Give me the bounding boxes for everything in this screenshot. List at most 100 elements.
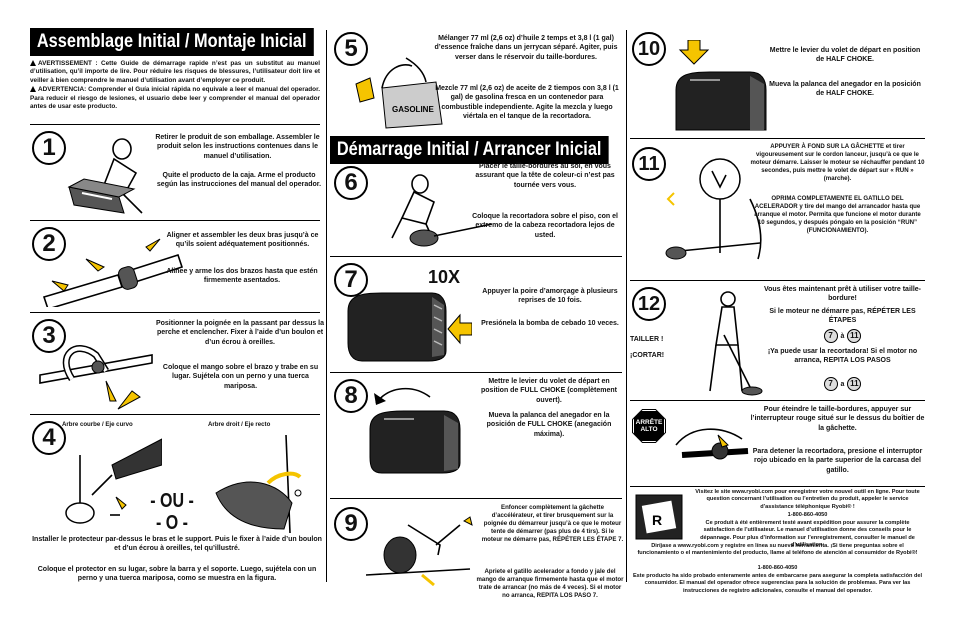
step-ref: 7 xyxy=(823,377,838,391)
full-throttle-start-illustration xyxy=(665,158,762,260)
label-curved-shaft: Arbre courbe / Eje curvo xyxy=(62,421,133,428)
column-divider xyxy=(626,30,627,582)
step-9-fr: Enfoncer complètement la gâchette d’accé… xyxy=(481,504,624,544)
step-12: 12 TAILLER ! ¡CORTAR! Vous êtes maintena… xyxy=(630,280,925,401)
step-number: 1 xyxy=(32,131,66,165)
cut-label-fr: TAILLER ! xyxy=(630,336,664,343)
step-8-fr: Mettre le levier du volet de départ en p… xyxy=(481,378,617,404)
step-12-fr1: Vous êtes maintenant prêt à utiliser vot… xyxy=(763,286,922,303)
step-11: 11 APPUYER À FOND SUR LA GÂCHETTE et tir… xyxy=(630,138,925,281)
step-2: 2 Aligner et assembler les deux bras jus… xyxy=(30,220,320,313)
warning-icon xyxy=(30,60,36,66)
step-5: 5 GASOLINE Mélanger 77 ml (2,6 oz) d’hui… xyxy=(330,28,622,134)
step-number: 8 xyxy=(334,379,368,413)
step-7: 7 10X Appuyer la poire d’amorçage à plus… xyxy=(330,256,622,363)
primer-bulb-illustration xyxy=(347,292,472,362)
step-3: 3 Positionner la poignée en la passant p… xyxy=(30,312,324,415)
step-3-fr: Positionner la poignée en la passant par… xyxy=(155,320,325,346)
warning-icon xyxy=(30,86,36,93)
prime-count: 10X xyxy=(428,267,461,287)
straight-shaft-guard-illustration xyxy=(215,434,302,534)
step-6-fr: Placer le taille-bordures au sol, en vou… xyxy=(475,163,615,189)
column-operation: 10 Mettre le levier du volet de départ e… xyxy=(630,28,925,594)
step-4: 4 Arbre courbe / Eje curvo Arbre droit /… xyxy=(30,414,322,585)
stop-fr: Pour éteindre le taille-bordures, appuye… xyxy=(750,406,925,432)
register-line4: Este producto ha sido probado enterament… xyxy=(632,573,923,594)
step-2-fr: Aligner et assembler les deux bras jusqu… xyxy=(166,232,319,249)
step-4-fr: Installer le protecteur par-dessus le br… xyxy=(32,536,322,553)
column-assembly: Assemblage Initial / Montaje Inicial AVE… xyxy=(30,28,324,588)
trimming-operator-illustration xyxy=(709,291,763,396)
step-7-fr: Appuyer la poire d’amorçage à plusieurs … xyxy=(482,288,618,305)
register-line2: Ce produit à été entièrement testé avant… xyxy=(700,520,915,549)
step-1-fr: Retirer le produit de son emballage. Ass… xyxy=(155,134,320,160)
step-9: 9 xyxy=(330,498,622,589)
step-number: 2 xyxy=(32,227,66,261)
step-2-es: Alinee y arme los dos brazos hasta que e… xyxy=(166,268,318,285)
register-phone1: 1-800-860-4050 xyxy=(787,512,828,518)
full-choke-illustration xyxy=(369,387,461,474)
warning-fr: AVERTISSEMENT : Cette Guide de démarrage… xyxy=(30,60,320,84)
stop-es: Para detener la recortadora, presione el… xyxy=(752,448,923,474)
warning-es: ADVERTENCIA: Comprender el Guía inicial … xyxy=(30,86,320,111)
step-6: 6 Placer le taille-bordures au sol, en v… xyxy=(330,160,622,256)
step-10: 10 Mettre le levier du volet de départ e… xyxy=(630,28,925,134)
step-number: 4 xyxy=(32,421,66,455)
startup-header: Démarrage Initial / Arrancer Inicial xyxy=(330,136,609,164)
assembly-header: Assemblage Initial / Montaje Inicial xyxy=(30,28,314,56)
step-7-es: Presiónela la bomba de cebado 10 veces. xyxy=(481,320,619,327)
step-number: 3 xyxy=(32,319,66,353)
handle-assembly-illustration xyxy=(39,345,153,410)
step-ref: 11 xyxy=(847,329,862,343)
step-11-fr: APPUYER À FOND SUR LA GÂCHETTE et tirer … xyxy=(750,143,925,183)
fuel-mixing-illustration: GASOLINE xyxy=(355,57,443,129)
step-5-es: Mezcle 77 ml (2,6 oz) de aceite de 2 tie… xyxy=(435,85,619,120)
step-12-refs-fr: 7 à 11 xyxy=(760,329,925,343)
step-11-es: OPRIMA COMPLETAMENTE EL GATILLO DEL ACEL… xyxy=(754,195,921,235)
step-6-es: Coloque la recortadora sobre el piso, co… xyxy=(472,213,618,239)
step-number: 9 xyxy=(334,507,368,541)
register-line3: Diríjase a www.ryobi.com y registre en l… xyxy=(637,543,918,557)
step-9-es: Apriete el gatillo acelerador a fondo y … xyxy=(476,568,624,600)
trimmer-on-ground-illustration xyxy=(391,174,493,247)
svg-text:R: R xyxy=(652,512,662,528)
label-straight-shaft: Arbre droit / Eje recto xyxy=(208,421,271,428)
cut-label-es: ¡CORTAR! xyxy=(630,352,665,359)
step-3-es: Coloque el mango sobre el brazo y trabe … xyxy=(162,364,319,390)
step-8-es: Mueva la palanca del anegador en la posi… xyxy=(486,412,612,438)
step-12-es1: ¡Ya puede usar la recortadora! Si el mot… xyxy=(767,348,918,365)
register-phone2: 1-800-860-4050 xyxy=(757,565,798,571)
step-12-fr2: Si le moteur ne démarre pas, RÉPÉTER LES… xyxy=(769,308,916,325)
pull-start-illustration xyxy=(365,516,473,587)
gasoline-can-label: GASOLINE xyxy=(392,105,434,114)
column-startup: 5 GASOLINE Mélanger 77 ml (2,6 oz) d’hui… xyxy=(330,28,624,599)
step-10-es: Mueva la palanca del anegador en la posi… xyxy=(769,81,921,98)
or-fr: - OU - xyxy=(150,490,194,512)
step-8: 8 Mettre le levier du volet de départ en… xyxy=(330,372,622,499)
shaft-assembly-illustration xyxy=(42,238,184,307)
step-ref: 7 xyxy=(823,329,838,343)
step-4-es: Coloque el protector en su lugar, sobre … xyxy=(37,566,317,583)
step-number: 6 xyxy=(334,166,368,200)
step-5-fr: Mélanger 77 ml (2,6 oz) d’huile 2 temps … xyxy=(434,35,618,61)
stop-switch-illustration xyxy=(675,428,749,460)
registration-card-icon: R xyxy=(635,494,683,540)
step-10-fr: Mettre le levier du volet de départ en p… xyxy=(769,47,921,64)
step-number: 7 xyxy=(334,263,368,297)
step-1: 1 Retirer le produit de son emballage. A… xyxy=(30,124,322,221)
step-1-es: Quite el producto de la caja. Arme el pr… xyxy=(156,172,322,189)
step-12-refs-es: 7 a 11 xyxy=(760,377,925,391)
unboxing-illustration xyxy=(67,138,143,214)
register-line1: Visitez le site www.ryobi.com pour enreg… xyxy=(695,489,920,510)
step-ref: 11 xyxy=(847,377,862,391)
registration-section: R Visitez le site www.ryobi.com pour enr… xyxy=(630,486,925,594)
step-number: 5 xyxy=(334,32,368,66)
step-number: 10 xyxy=(632,32,666,66)
half-choke-illustration xyxy=(675,40,767,131)
step-number: 12 xyxy=(632,287,666,321)
curved-shaft-guard-illustration xyxy=(65,438,162,524)
step-number: 11 xyxy=(632,147,666,181)
column-divider xyxy=(326,30,327,582)
